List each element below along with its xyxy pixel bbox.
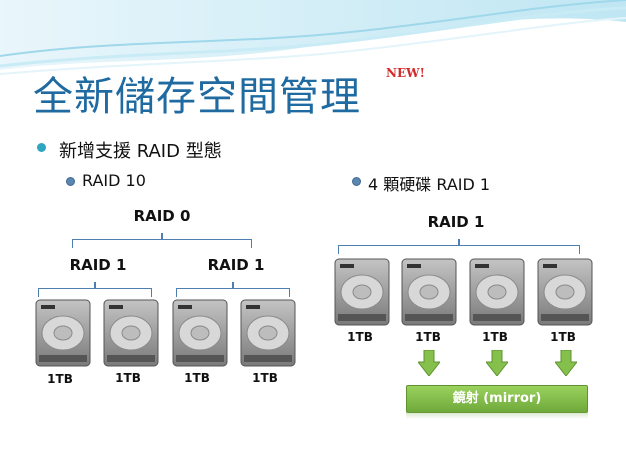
disk-capacity: 1TB — [252, 371, 278, 385]
bullet-raid10: RAID 10 — [66, 171, 146, 190]
bullet-raid10-text: RAID 10 — [82, 171, 146, 190]
raid0-brace — [72, 233, 252, 248]
raid1-label-b: RAID 1 — [207, 256, 265, 274]
header-wave-decoration — [0, 0, 626, 75]
hard-disk-icon — [240, 299, 296, 367]
disk-capacity: 1TB — [482, 330, 508, 344]
bullet-main-text: 新增支援 RAID 型態 — [59, 141, 222, 162]
new-badge: NEW! — [386, 66, 425, 80]
hard-disk-icon — [401, 258, 457, 326]
raid1-label-a: RAID 1 — [69, 256, 127, 274]
bullet-raid1-text: 4 顆硬碟 RAID 1 — [368, 175, 491, 194]
raid0-label: RAID 0 — [133, 207, 191, 225]
disk-capacity: 1TB — [415, 330, 441, 344]
raid1-right-label: RAID 1 — [427, 213, 485, 231]
bullet-raid1: 4 顆硬碟 RAID 1 — [352, 171, 490, 195]
hard-disk-icon — [172, 299, 228, 367]
hard-disk-icon — [469, 258, 525, 326]
down-arrow-icon — [555, 350, 577, 376]
page-title: 全新儲存空間管理 — [33, 74, 361, 120]
hard-disk-icon — [537, 258, 593, 326]
raid1-brace-a — [38, 282, 152, 297]
disk-capacity: 1TB — [47, 372, 73, 386]
down-arrow-icon — [486, 350, 508, 376]
disk-capacity: 1TB — [347, 330, 373, 344]
bullet-main: 新增支援 RAID 型態 — [37, 137, 222, 163]
mirror-label-box: 鏡射 (mirror) — [406, 385, 588, 413]
disk-capacity: 1TB — [550, 330, 576, 344]
hard-disk-icon — [35, 299, 91, 367]
down-arrow-icon — [418, 350, 440, 376]
disk-capacity: 1TB — [115, 371, 141, 385]
raid1-right-brace — [338, 239, 580, 254]
raid1-brace-b — [176, 282, 290, 297]
disk-capacity: 1TB — [184, 371, 210, 385]
mirror-reflection — [406, 411, 588, 419]
hard-disk-icon — [334, 258, 390, 326]
hard-disk-icon — [103, 299, 159, 367]
